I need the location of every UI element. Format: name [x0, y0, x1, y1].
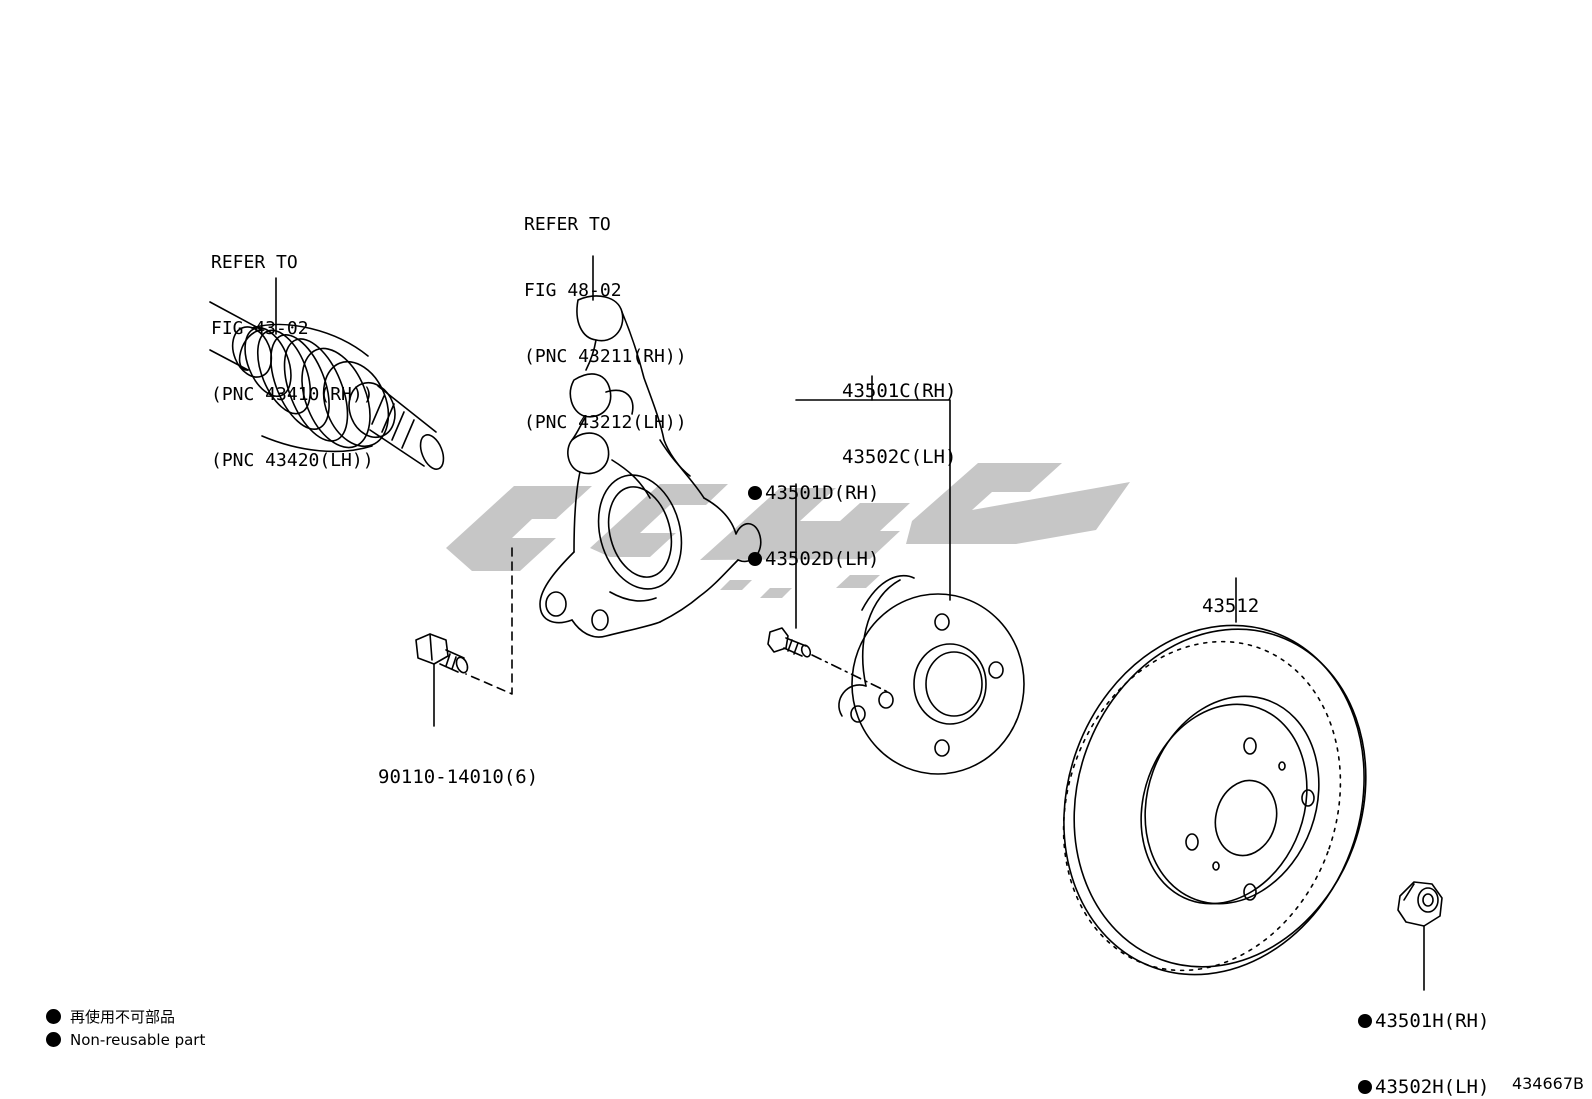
- drive-shaft-ref-line-4: (PNC 43420(LH)): [211, 450, 374, 471]
- knuckle-ref-line-2: FIG 48-02: [524, 280, 622, 301]
- knuckle-bolt-part-number: 90110-14010(6): [378, 722, 538, 832]
- assembly-line-knuckle-bolt: [465, 547, 513, 695]
- hub-bolt-part-number-lh: 43502D(LH): [765, 548, 880, 570]
- hub-bolt-part-number: 43501D(RH) 43502D(LH): [748, 438, 879, 614]
- watermark-logo: [446, 463, 1130, 598]
- disc-part-number: 43512: [1202, 551, 1259, 661]
- drive-shaft-ref-line-3: (PNC 43410(RH)): [211, 384, 374, 405]
- brake-disc: [1062, 577, 1367, 976]
- hub-nut-part-number: 43501H(RH) 43502H(LH): [1358, 966, 1489, 1099]
- hub-part-number-rh: 43501C(RH): [842, 380, 957, 402]
- knuckle-bolt-part-number-text: 90110-14010(6): [378, 766, 539, 788]
- non-reusable-dot-icon: [1358, 1014, 1372, 1028]
- legend-non-reusable-jp: 再使用不可部品: [46, 1006, 175, 1027]
- knuckle-ref-line-3: (PNC 43211(RH)): [524, 346, 687, 367]
- legend-jp-text: 再使用不可部品: [70, 1008, 176, 1026]
- legend-dot-icon: [46, 1032, 61, 1047]
- hub-nut: [1397, 881, 1443, 991]
- non-reusable-dot-icon: [748, 486, 762, 500]
- disc-part-number-text: 43512: [1202, 595, 1260, 617]
- knuckle-ref-line-1: REFER TO: [524, 214, 611, 235]
- knuckle-reference: REFER TO FIG 48-02 (PNC 43211(RH)) (PNC …: [524, 170, 687, 478]
- drive-shaft-reference: REFER TO FIG 43-02 (PNC 43410(RH)) (PNC …: [211, 208, 374, 516]
- assembly-line-hub-bolt: [811, 654, 889, 693]
- hub-nut-part-number-rh: 43501H(RH): [1375, 1010, 1490, 1032]
- legend-non-reusable-en: Non-reusable part: [46, 1031, 205, 1049]
- non-reusable-dot-icon: [1358, 1080, 1372, 1094]
- legend-en-text: Non-reusable part: [70, 1031, 206, 1049]
- drive-shaft-ref-line-2: FIG 43-02: [211, 318, 309, 339]
- figure-id: 434667B: [1511, 1074, 1584, 1093]
- non-reusable-dot-icon: [748, 552, 762, 566]
- drive-shaft-ref-line-1: REFER TO: [211, 252, 298, 273]
- hub-nut-part-number-lh: 43502H(LH): [1375, 1076, 1490, 1098]
- hub-part-number: 43501C(RH) 43502C(LH): [842, 336, 956, 512]
- hub-bolt-part-number-rh: 43501D(RH): [765, 482, 880, 504]
- hub-bearing-assembly: [795, 375, 1025, 775]
- hub-part-number-lh: 43502C(LH): [842, 446, 957, 468]
- hub-bolt: [767, 483, 812, 658]
- knuckle-bolt: [415, 633, 469, 727]
- knuckle-ref-line-4: (PNC 43212(LH)): [524, 412, 687, 433]
- legend-dot-icon: [46, 1009, 61, 1024]
- drive-shaft-cv-joint: [209, 277, 445, 470]
